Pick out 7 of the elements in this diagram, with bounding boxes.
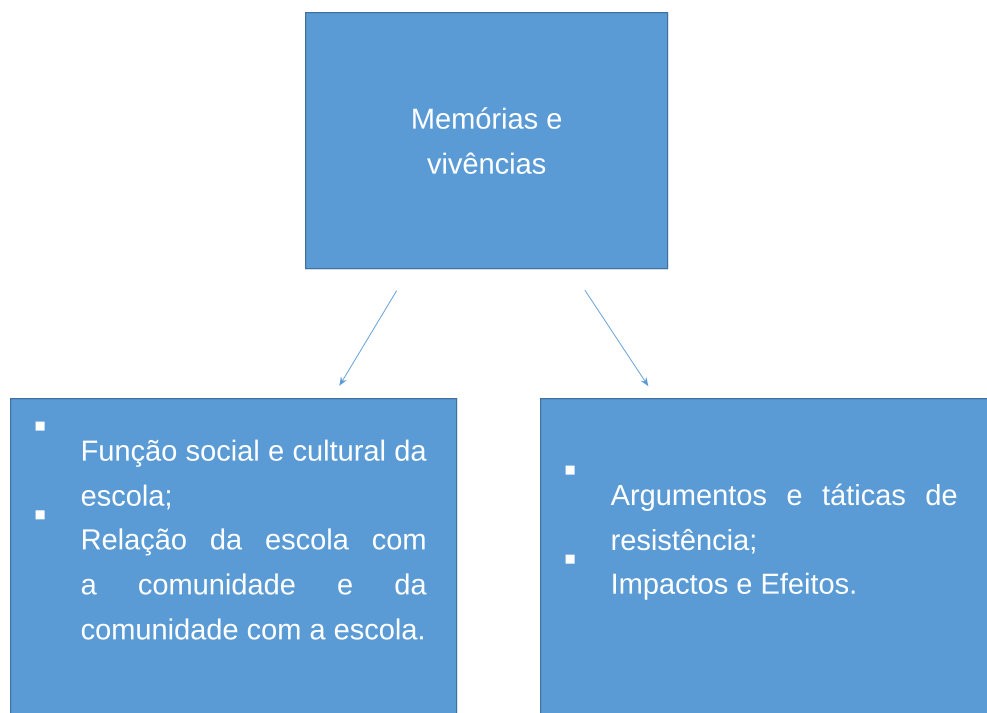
concept-box: Memórias e vivências xyxy=(305,12,668,270)
bullet-item: Argumentos e táticas de resistência; xyxy=(566,466,956,554)
bullet-item: Relação da escola com a comunidade e da comunidade com a escola. xyxy=(36,510,427,640)
topic-box xyxy=(540,398,987,713)
bullet-item: Impactos e Efeitos. xyxy=(566,554,855,600)
topic-box xyxy=(10,398,458,713)
bullet-item: Função social e cultural da escola; xyxy=(36,422,427,510)
